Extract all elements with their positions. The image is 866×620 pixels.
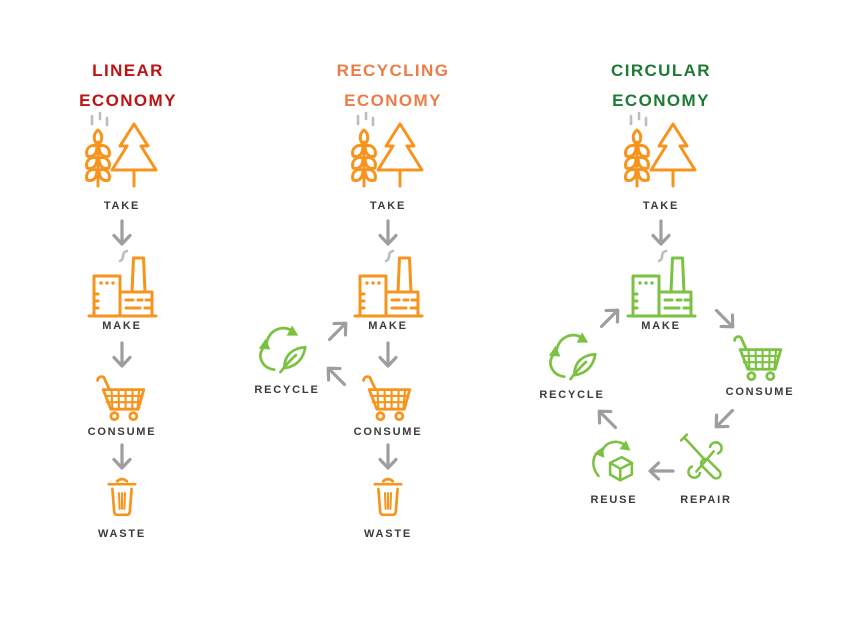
title-line-2: ECONOMY [79,91,177,110]
factory-icon [348,246,428,326]
trash-bin-icon [98,474,146,522]
shopping-cart-icon [92,370,148,426]
wheat-and-tree-icon [82,112,162,192]
title-line-1: LINEAR [92,61,164,80]
shopping-cart-icon [358,370,414,426]
step-label-make: MAKE [102,320,142,332]
arrow-down-icon [111,442,133,472]
recycle-leaf-icon [541,324,603,386]
linear-economy-title: LINEAR ECONOMY [18,56,238,116]
cube-arrows-icon [584,431,642,489]
step-label-consume: CONSUME [725,386,795,398]
step-label-take: TAKE [642,200,680,212]
title-line-2: ECONOMY [612,91,710,110]
step-label-make: MAKE [368,320,408,332]
title-line-1: RECYCLING [336,61,450,80]
arrow-down-icon [377,218,399,248]
step-label-waste: WASTE [97,528,147,540]
step-label-take: TAKE [369,200,407,212]
trash-bin-icon [364,474,412,522]
recycling-economy-title: RECYCLING ECONOMY [283,56,503,116]
factory-icon [82,246,162,326]
step-label-make: MAKE [641,320,681,332]
recycle-leaf-icon [251,317,313,379]
shopping-cart-icon [729,330,785,386]
step-label-recycle: RECYCLE [254,384,320,396]
step-label-take: TAKE [103,200,141,212]
arrow-down-icon [377,340,399,370]
title-line-2: ECONOMY [344,91,442,110]
step-label-waste: WASTE [363,528,413,540]
step-label-consume: CONSUME [353,426,423,438]
title-line-1: CIRCULAR [611,61,711,80]
arrow-down-icon [111,218,133,248]
tools-icon [676,431,734,489]
step-label-repair: REPAIR [680,494,732,506]
circular-economy-title: CIRCULAR ECONOMY [551,56,771,116]
arrow-down-icon [650,218,672,248]
step-label-reuse: REUSE [590,494,638,506]
arrow-down-icon [377,442,399,472]
wheat-and-tree-icon [621,112,701,192]
factory-icon [621,246,701,326]
arrow-down-icon [111,340,133,370]
wheat-and-tree-icon [348,112,428,192]
step-label-consume: CONSUME [87,426,157,438]
arrow-left-icon [646,460,676,482]
arrow-up-left-icon [318,358,355,395]
step-label-recycle: RECYCLE [539,389,605,401]
